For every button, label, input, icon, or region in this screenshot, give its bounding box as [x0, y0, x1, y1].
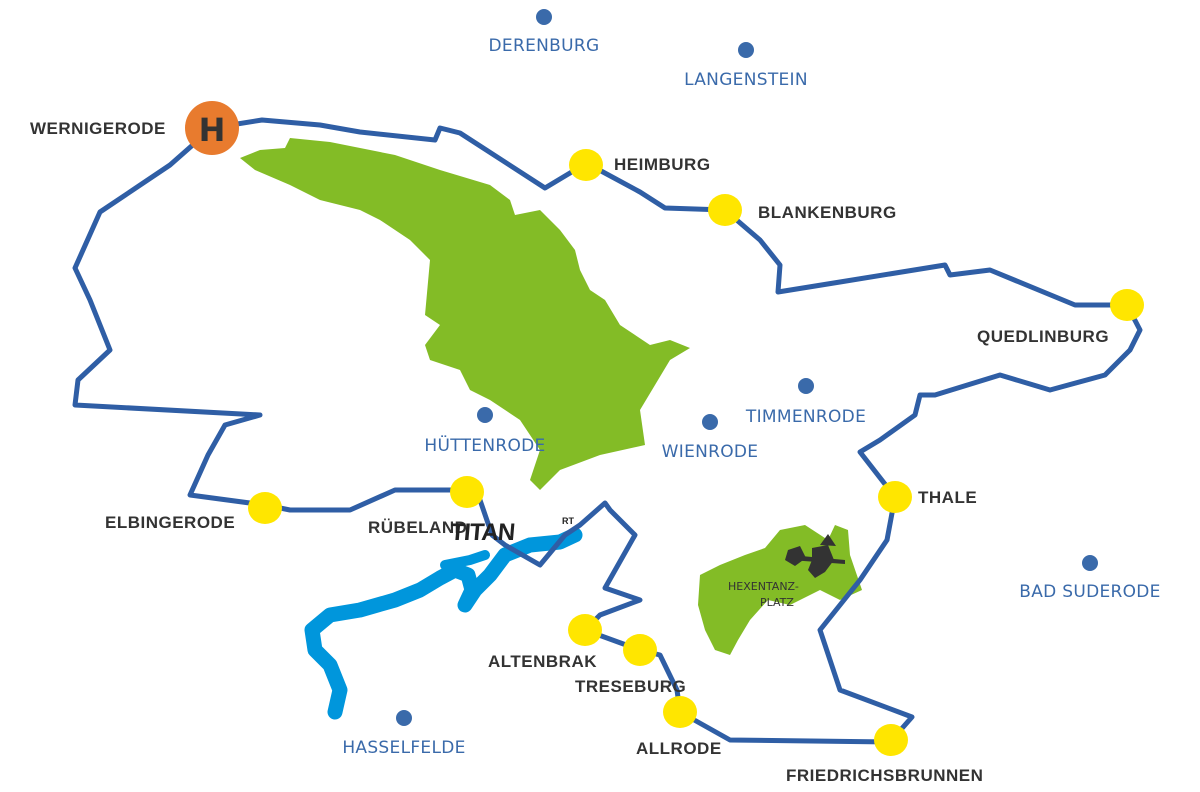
stop-thale[interactable]: THALE — [878, 481, 977, 513]
stop-marker[interactable] — [1110, 289, 1144, 321]
town-timmenrode: TIMMENRODE — [745, 378, 866, 427]
town-label: BAD SUDERODE — [1019, 582, 1160, 602]
stop-marker[interactable] — [450, 476, 484, 508]
stop-label: BLANKENBURG — [758, 203, 897, 222]
hub-letter: H — [199, 111, 226, 149]
titan-logo-sup: RT — [562, 516, 574, 526]
town-hasselfelde: HASSELFELDE — [342, 710, 465, 758]
town-dot — [1082, 555, 1098, 571]
town-dot — [738, 42, 754, 58]
town-derenburg: DERENBURG — [489, 9, 600, 56]
town-huettenrode: HÜTTENRODE — [424, 407, 545, 456]
town-label: HASSELFELDE — [342, 738, 465, 758]
stop-friedrichsbrunnen[interactable]: FRIEDRICHSBRUNNEN — [786, 724, 983, 785]
hexentanzplatz-label: HEXENTANZ- — [728, 580, 799, 593]
town-dot — [536, 9, 552, 25]
stop-elbingerode[interactable]: ELBINGERODE — [105, 492, 282, 532]
stop-label: FRIEDRICHSBRUNNEN — [786, 766, 983, 785]
witch-icon — [785, 534, 845, 578]
stop-treseburg[interactable]: TRESEBURG — [575, 634, 686, 696]
stop-label: RÜBELAND — [368, 518, 467, 537]
reservoir-water — [304, 527, 583, 720]
stop-marker[interactable] — [878, 481, 912, 513]
hub-marker[interactable] — [185, 101, 239, 155]
stop-heimburg[interactable]: HEIMBURG — [569, 149, 711, 181]
stop-blankenburg[interactable]: BLANKENBURG — [708, 194, 897, 226]
stop-marker[interactable] — [568, 614, 602, 646]
reservoir-label: RAPPBODETALSPERRE — [343, 615, 418, 651]
town-label: DERENBURG — [489, 36, 600, 56]
stop-marker[interactable] — [623, 634, 657, 666]
stop-marker[interactable] — [874, 724, 908, 756]
stop-label-wernigerode: WERNIGERODE — [30, 119, 166, 138]
forest-area — [240, 138, 690, 490]
stop-marker[interactable] — [569, 149, 603, 181]
town-dot — [798, 378, 814, 394]
stop-marker[interactable] — [663, 696, 697, 728]
town-label: LANGENSTEIN — [684, 70, 808, 90]
stop-ruebeland[interactable]: RÜBELAND — [368, 476, 484, 537]
stop-label: ELBINGERODE — [105, 513, 235, 532]
town-label: HÜTTENRODE — [424, 434, 545, 456]
stop-label: HEIMBURG — [614, 155, 711, 174]
town-wienrode: WIENRODE — [662, 414, 759, 462]
stop-label: THALE — [918, 488, 977, 507]
titan-logo: TITAN — [449, 519, 515, 546]
stop-allrode[interactable]: ALLRODE — [636, 696, 722, 758]
town-langenstein: LANGENSTEIN — [684, 42, 808, 90]
stop-label: ALTENBRAK — [488, 652, 597, 671]
stop-quedlinburg[interactable]: QUEDLINBURG — [977, 289, 1144, 346]
town-dot — [702, 414, 718, 430]
town-dot — [477, 407, 493, 423]
town-label: TIMMENRODE — [745, 407, 866, 427]
stop-label: TRESEBURG — [575, 677, 686, 696]
stop-marker[interactable] — [708, 194, 742, 226]
reservoir-water — [440, 550, 490, 570]
town-dot — [396, 710, 412, 726]
hexentanzplatz-label: PLATZ — [760, 596, 794, 609]
stop-label: ALLRODE — [636, 739, 722, 758]
town-label: WIENRODE — [662, 442, 759, 462]
stop-marker[interactable] — [248, 492, 282, 524]
town-bad-suderode: BAD SUDERODE — [1019, 555, 1160, 602]
stop-altenbrak[interactable]: ALTENBRAK — [488, 614, 602, 671]
stop-label: QUEDLINBURG — [977, 327, 1109, 346]
